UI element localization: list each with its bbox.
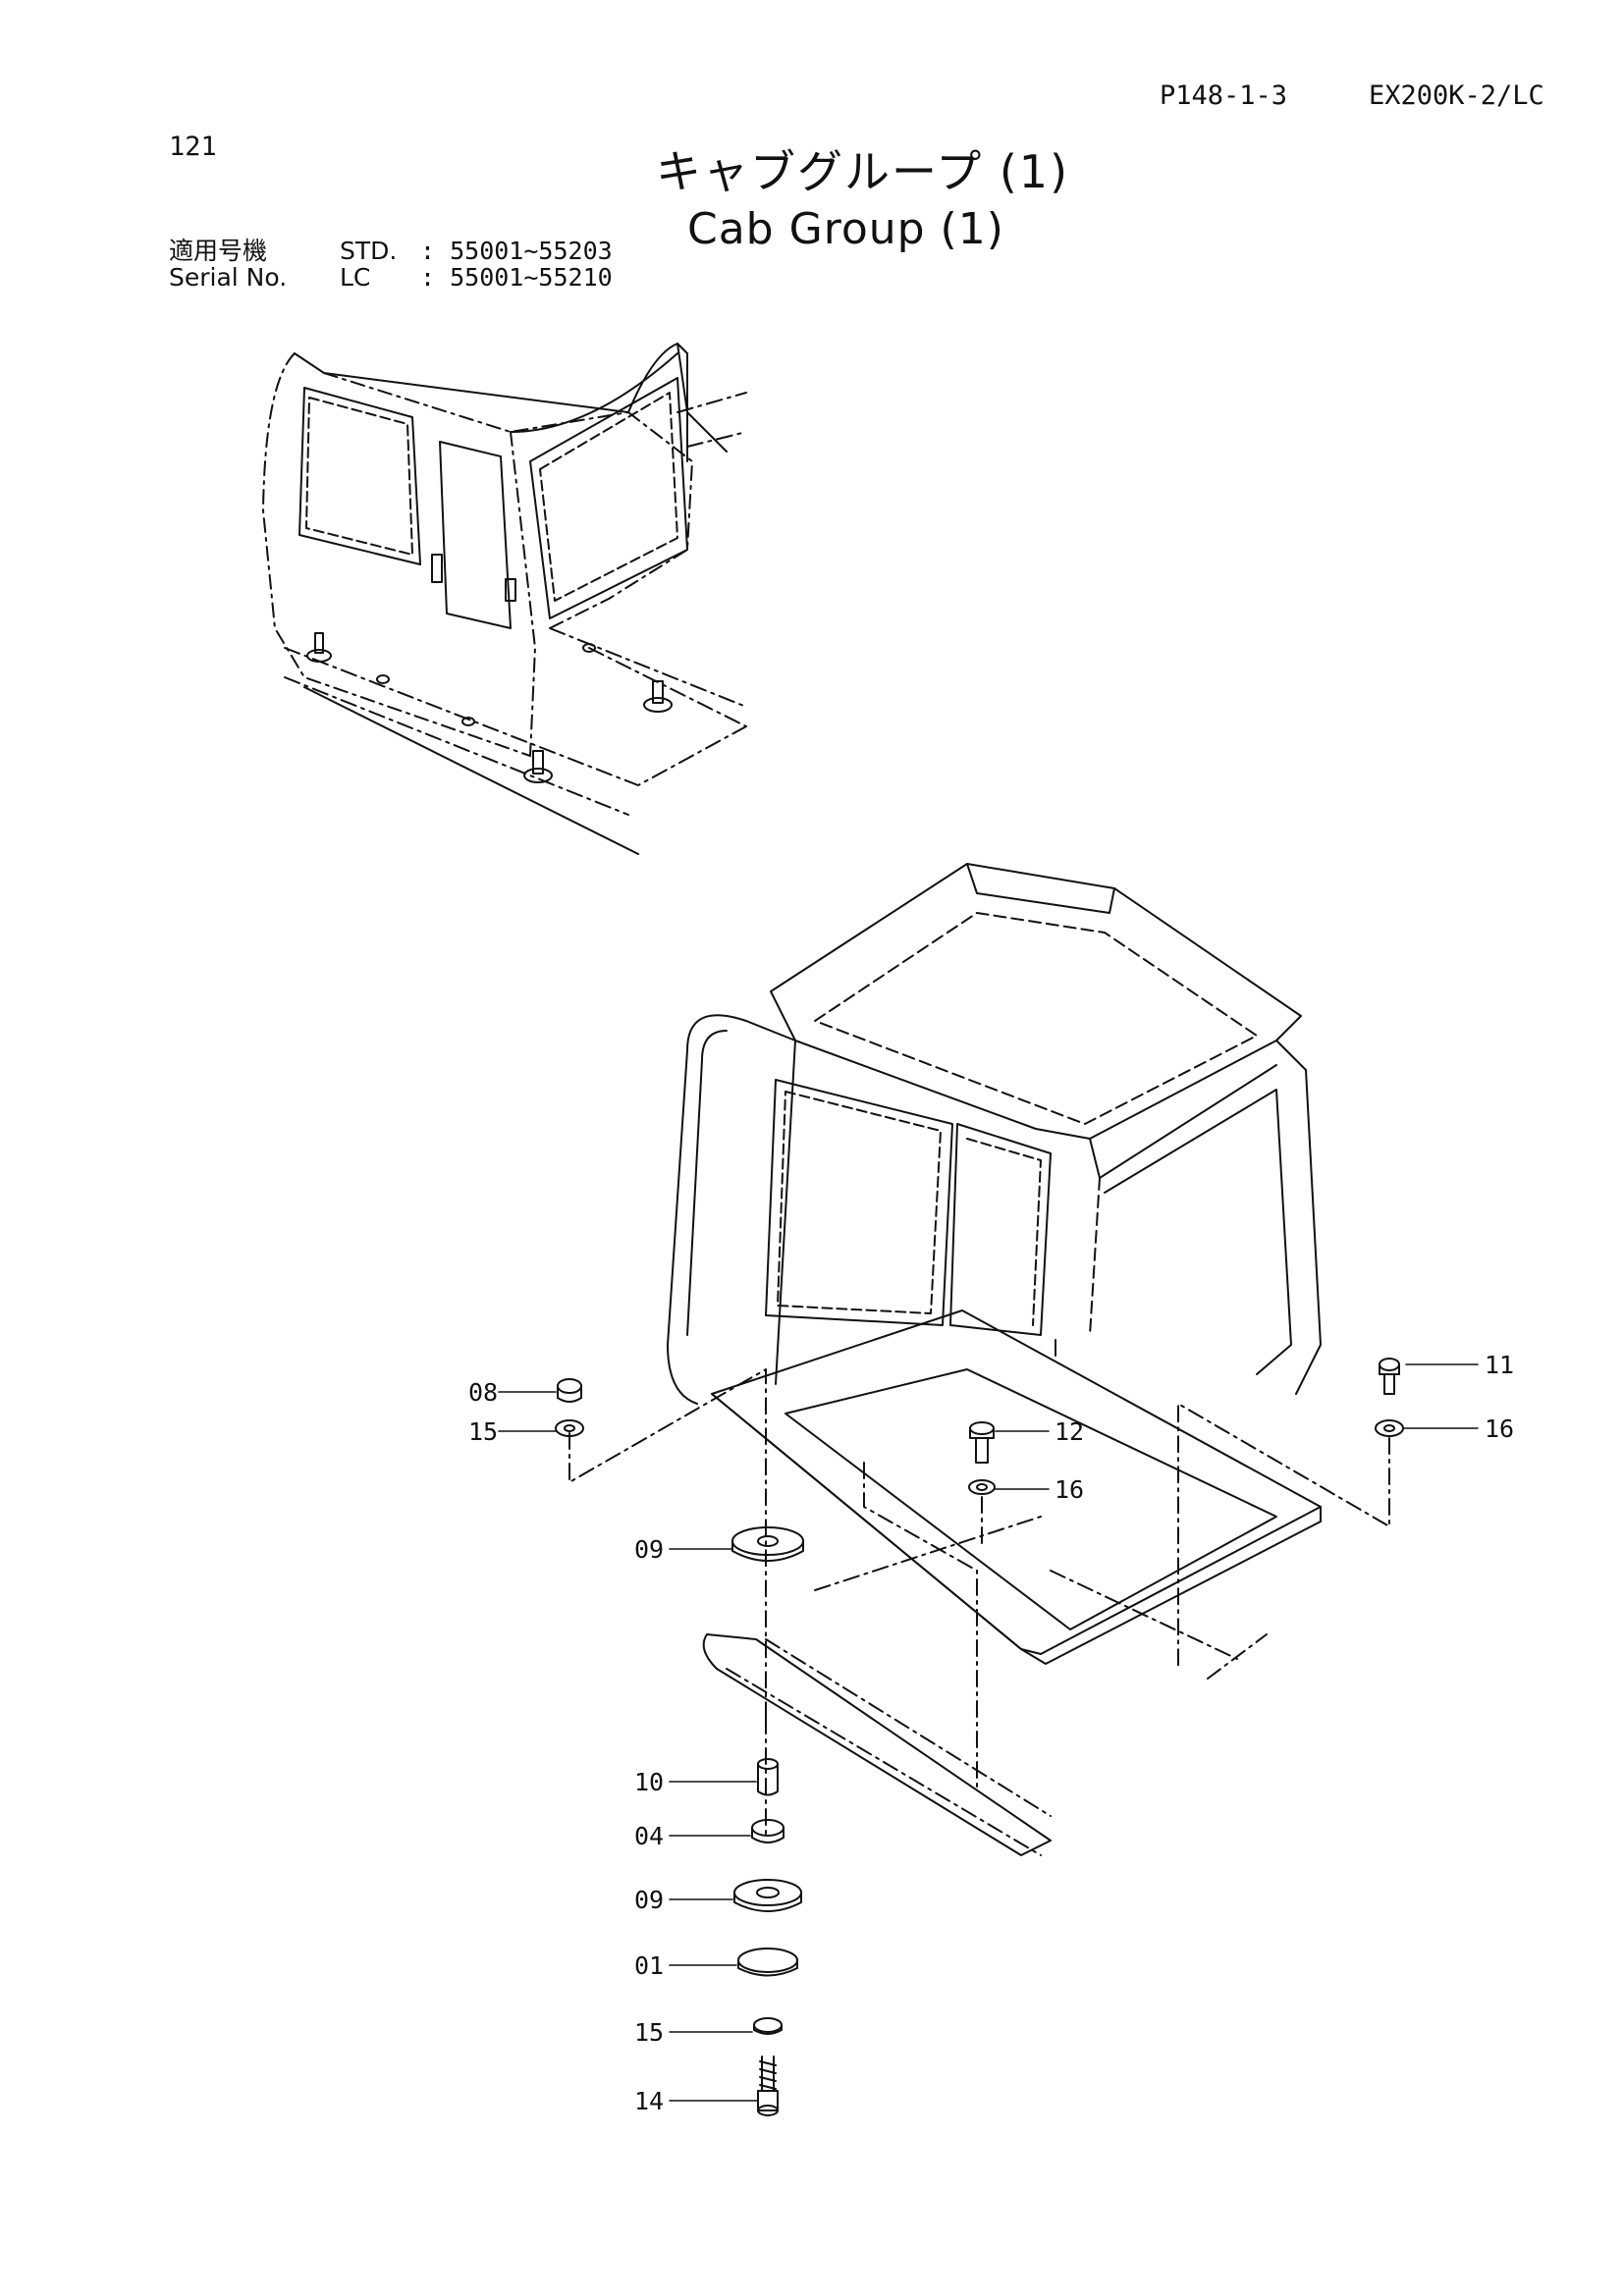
- callout-10: 10: [634, 1768, 665, 1796]
- callout-12: 12: [1055, 1417, 1085, 1446]
- serial-row-lc: Serial No. LC : 55001~55210: [169, 264, 613, 291]
- serial-label-jp: 適用号機: [169, 237, 268, 265]
- callout-leaders: [498, 1363, 1479, 2102]
- cab-frame-exploded-illustration: [568, 863, 1390, 1856]
- callout-08: 08: [468, 1378, 499, 1407]
- mount-parts: [555, 1358, 1404, 2116]
- title-english: Cab Group (1): [687, 204, 1004, 254]
- title-japanese: キャブグループ (1): [656, 145, 1070, 198]
- serial-model-lc: LC: [340, 263, 371, 292]
- callout-15: 15: [468, 1417, 499, 1446]
- callout-16: 16: [1055, 1475, 1085, 1504]
- callout-09: 09: [634, 1535, 665, 1564]
- overview-cab-illustration: [262, 343, 747, 855]
- callout-01: 01: [634, 1951, 665, 1980]
- callout-11: 11: [1485, 1351, 1515, 1379]
- serial-row-std: 適用号機 STD. : 55001~55203: [169, 238, 613, 264]
- catalog-page-code: P148-1-3: [1160, 80, 1288, 111]
- callout-16: 16: [1485, 1415, 1515, 1443]
- serial-model-std: STD.: [340, 237, 398, 265]
- callout-15: 15: [634, 2018, 665, 2047]
- callout-14: 14: [634, 2087, 665, 2115]
- serial-range-std: : 55001~55203: [420, 237, 613, 265]
- serial-applicability-block: 適用号機 STD. : 55001~55203 Serial No. LC : …: [169, 238, 613, 291]
- callout-09: 09: [634, 1886, 665, 1914]
- page-number: 121: [169, 132, 217, 162]
- machine-model: EX200K-2/LC: [1369, 80, 1544, 111]
- callout-04: 04: [634, 1822, 665, 1850]
- serial-range-lc: : 55001~55210: [420, 263, 613, 292]
- serial-label-en: Serial No.: [169, 263, 288, 292]
